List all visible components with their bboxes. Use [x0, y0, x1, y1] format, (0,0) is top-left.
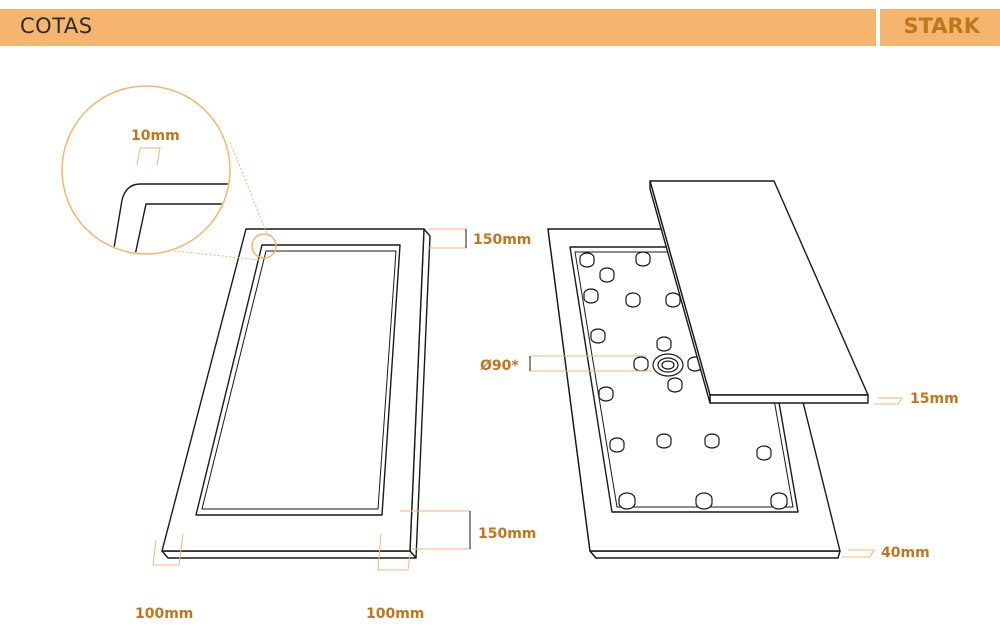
lid	[649, 180, 869, 404]
foot	[656, 433, 672, 449]
corner-magnifier	[61, 85, 277, 261]
foot	[665, 292, 681, 308]
foot	[618, 492, 636, 510]
dim-rim-left: 100mm	[135, 606, 193, 622]
header-bar: COTAS	[0, 9, 876, 46]
foot	[599, 267, 615, 283]
page-title: COTAS	[20, 14, 93, 38]
foot	[579, 252, 595, 268]
dim-base-thickness: 40mm	[881, 545, 930, 561]
dim-lid-thickness: 15mm	[910, 391, 959, 407]
foot	[704, 433, 720, 449]
left-tray	[161, 228, 431, 559]
foot	[583, 288, 599, 304]
support-feet	[579, 251, 788, 510]
dim-drain-diameter: Ø90*	[480, 358, 519, 374]
foot	[770, 492, 788, 510]
brand-logo-text: STARK	[903, 14, 980, 38]
foot	[625, 292, 641, 308]
foot	[598, 386, 614, 402]
foot	[756, 445, 772, 461]
foot	[635, 251, 651, 267]
dim-rim-right: 100mm	[366, 606, 424, 622]
foot	[667, 377, 683, 393]
foot	[590, 328, 606, 344]
left-dimension-leaders	[152, 228, 471, 571]
foot	[609, 437, 625, 453]
foot	[695, 492, 713, 510]
header: COTAS STARK	[0, 9, 1000, 46]
foot	[656, 336, 672, 352]
brand-box: STARK	[880, 9, 1000, 46]
foot	[633, 356, 649, 372]
drain	[652, 353, 684, 377]
dim-rim-bottom: 150mm	[478, 526, 536, 542]
dim-rim-top: 150mm	[473, 232, 531, 248]
dim-corner-radius: 10mm	[131, 128, 180, 144]
